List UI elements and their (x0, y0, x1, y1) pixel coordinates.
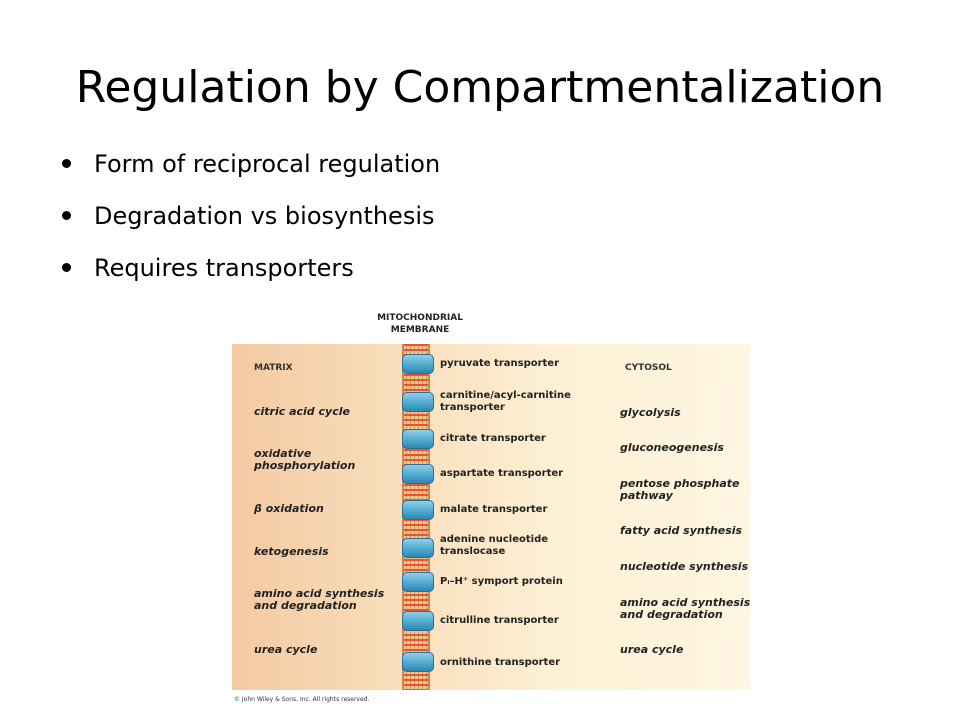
cytosol-process: fatty acid synthesis (620, 524, 743, 537)
transporter-protein (402, 429, 434, 449)
bullet-list: Form of reciprocal regulation Degradatio… (60, 146, 440, 302)
transporter-label: citrulline transporter (440, 615, 559, 626)
transporter-label: ornithine transporter (440, 657, 561, 668)
membrane-title-line: MITOCHONDRIAL (377, 313, 463, 323)
compartment-panel (232, 344, 750, 690)
bullet-item: Degradation vs biosynthesis (60, 198, 440, 250)
transporter-protein (402, 572, 434, 592)
transporter-label: Pᵢ–H⁺ symport protein (440, 576, 563, 587)
mitochondrial-transport-diagram: MITOCHONDRIAL MEMBRANE MATRIX CYTOSOL ci… (232, 308, 752, 708)
transporter-protein (402, 652, 434, 672)
bullet-item: Form of reciprocal regulation (60, 146, 440, 198)
transporter-protein (402, 464, 434, 484)
copyright-notice: © John Wiley & Sons, Inc. All rights res… (234, 696, 370, 703)
transporter-protein (402, 500, 434, 520)
membrane-title-line: MEMBRANE (390, 325, 450, 335)
transporter-protein (402, 392, 434, 412)
cytosol-label: CYTOSOL (625, 363, 672, 373)
membrane-title: MITOCHONDRIAL MEMBRANE (350, 312, 490, 336)
transporter-protein (402, 538, 434, 558)
transporter-protein (402, 611, 434, 631)
matrix-process: citric acid cycle (254, 405, 350, 418)
transporter-protein (402, 354, 434, 374)
transporter-label: citrate transporter (440, 433, 546, 444)
slide-title: Regulation by Compartmentalization (75, 62, 885, 113)
cytosol-process: gluconeogenesis (620, 441, 724, 454)
matrix-process: ketogenesis (254, 545, 329, 558)
transporter-label: aspartate transporter (440, 468, 564, 479)
cytosol-process: nucleotide synthesis (620, 560, 749, 573)
matrix-process: β oxidation (254, 502, 324, 515)
transporter-label: malate transporter (440, 504, 548, 515)
matrix-process: urea cycle (254, 643, 318, 656)
cytosol-process: glycolysis (620, 406, 681, 419)
transporter-label: pyruvate transporter (440, 358, 560, 369)
bullet-item: Requires transporters (60, 250, 440, 302)
cytosol-process: urea cycle (620, 643, 684, 656)
matrix-label: MATRIX (254, 363, 293, 373)
